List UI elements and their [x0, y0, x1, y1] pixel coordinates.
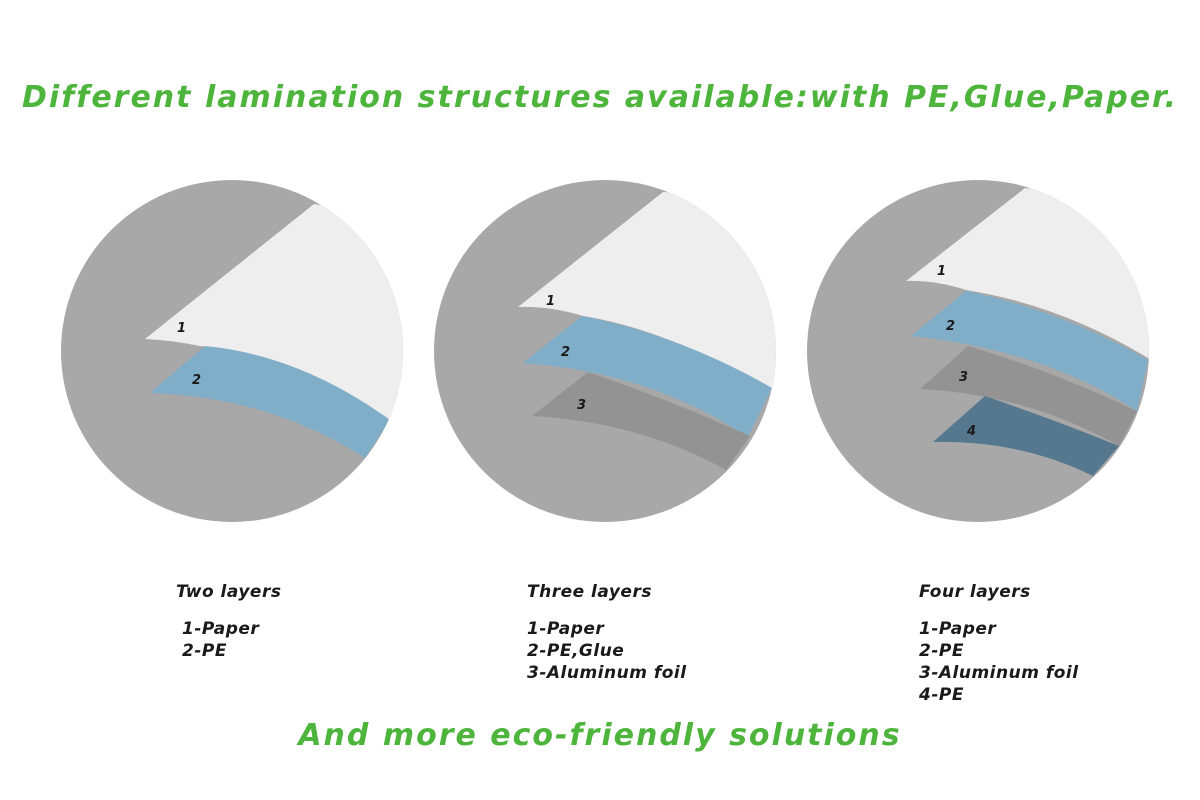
footer-tagline: And more eco-friendly solutions [298, 718, 902, 753]
layer-marker-3: 3 [959, 370, 968, 385]
layer-marker-3: 3 [577, 398, 586, 413]
legend-item: 3-Aluminum foil [919, 663, 1079, 683]
layer-marker-1: 1 [937, 264, 946, 279]
layer-aluminum-foil [920, 346, 1137, 446]
legend-item: 3-Aluminum foil [527, 663, 687, 683]
page-title: Different lamination structures availabl… [22, 80, 1178, 115]
legend-item: 2-PE [919, 641, 964, 661]
four-layer-diagram: 1 2 3 4 [807, 180, 1149, 522]
two-layer-diagram: 1 2 [61, 180, 403, 522]
legend-three-layers: Three layers 1-Paper 2-PE,Glue 3-Aluminu… [527, 582, 687, 684]
legend-item: 2-PE,Glue [527, 641, 625, 661]
legend-item: 2-PE [182, 641, 227, 661]
layer-outer-pe [933, 396, 1119, 476]
layer-marker-2: 2 [192, 373, 201, 388]
layer-marker-2: 2 [946, 319, 955, 334]
legend-item: 1-Paper [527, 619, 605, 639]
layer-pe [911, 291, 1148, 411]
legend-title: Two layers [176, 582, 282, 602]
layer-pe-glue [523, 316, 772, 437]
legend-title: Three layers [527, 582, 652, 602]
layer-paper [906, 188, 1149, 380]
legend-item: 4-PE [919, 685, 964, 705]
legend-four-layers: Four layers 1-Paper 2-PE 3-Aluminum foil… [919, 582, 1079, 706]
layer-aluminum-foil [532, 372, 750, 470]
layer-marker-1: 1 [177, 321, 186, 336]
legend-two-layers: Two layers 1-Paper 2-PE [176, 582, 281, 662]
layer-marker-2: 2 [561, 345, 570, 360]
layer-paper [145, 204, 403, 440]
layer-paper [518, 192, 776, 420]
legend-item: 1-Paper [919, 619, 997, 639]
legend-title: Four layers [919, 582, 1031, 602]
layer-marker-4: 4 [966, 424, 976, 439]
layer-marker-1: 1 [546, 294, 555, 309]
layer-pe [150, 346, 390, 458]
legend-item: 1-Paper [182, 619, 260, 639]
three-layer-diagram: 1 2 3 [434, 180, 776, 522]
